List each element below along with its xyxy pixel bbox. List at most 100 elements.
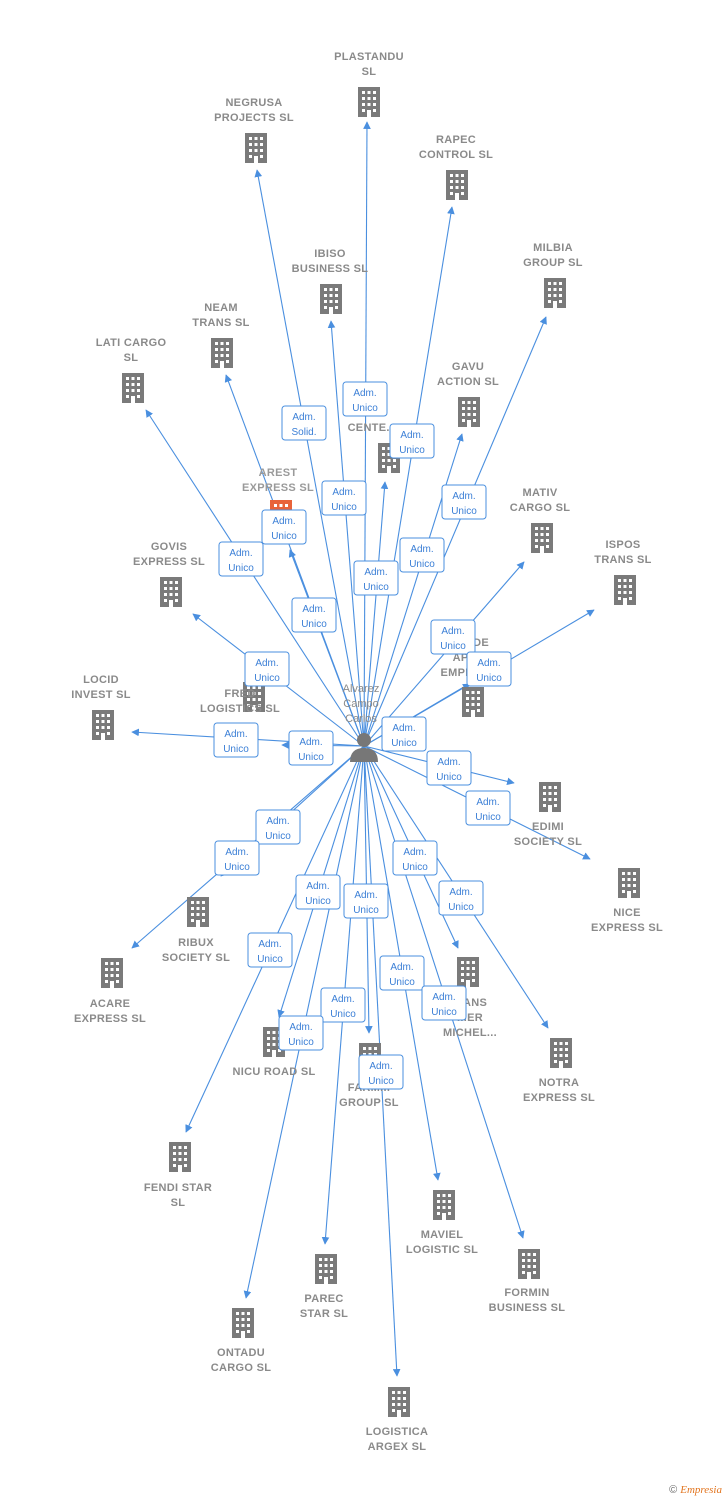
role-badge-milbia[interactable]: Adm.Unico [441, 484, 487, 520]
role-badge-gavu[interactable]: Adm.Unico [399, 537, 445, 573]
role-badge-mativ[interactable]: Adm.Unico [430, 619, 476, 655]
role-badge-arest[interactable]: Adm.Unico [291, 597, 337, 633]
company-node-nicuroad[interactable]: NICU ROAD SL [232, 1027, 315, 1078]
company-label-line: LOGISTICS SL [200, 703, 280, 715]
role-badge-negrusa[interactable]: Adm.Solid. [281, 405, 327, 441]
badge-text-line: Unico [389, 977, 415, 988]
company-label-line: MICHEL... [443, 1027, 497, 1039]
role-badge-acare[interactable]: Adm.Unico [214, 840, 260, 876]
role-badge-fendi[interactable]: Adm.Unico [247, 932, 293, 968]
role-badge-maviel[interactable]: Adm.Unico [379, 955, 425, 991]
company-label-line: GOVIS [151, 541, 187, 553]
role-badge-nice[interactable]: Adm.Unico [465, 790, 511, 826]
badge-text-line: Unico [475, 812, 501, 823]
badge-text-line: Adm. [332, 487, 355, 498]
badge-frame [399, 537, 445, 573]
badge-frame [465, 790, 511, 826]
building-icon [458, 397, 480, 427]
badge-frame [421, 985, 467, 1021]
badge-text-line: Solid. [291, 427, 316, 438]
role-badge-fred[interactable]: Adm.Unico [288, 730, 334, 766]
badge-text-line: Unico [436, 772, 462, 783]
building-icon [539, 782, 561, 812]
role-badge-rapec[interactable]: Adm.Unico [389, 423, 435, 459]
badge-text-line: Adm. [224, 729, 247, 740]
role-badge-farm[interactable]: Adm.Unico [343, 883, 389, 919]
building-icon [550, 1038, 572, 1068]
company-label-line: SOCIETY SL [162, 952, 230, 964]
role-badge-formin[interactable]: Adm.Unico [421, 985, 467, 1021]
role-badge-edimi[interactable]: Adm.Unico [426, 750, 472, 786]
building-icon [245, 133, 267, 163]
person-name-line: Alvarez [343, 683, 380, 695]
company-label-line: NEGRUSA [225, 97, 282, 109]
company-label-line: PAREC [304, 1293, 343, 1305]
role-badge-locid[interactable]: Adm.Unico [213, 722, 259, 758]
badge-text-line: Unico [431, 1007, 457, 1018]
role-badge-ontadu[interactable]: Adm.Unico [278, 1015, 324, 1051]
role-badge-nicuroad[interactable]: Adm.Unico [295, 874, 341, 910]
badge-frame [320, 987, 366, 1023]
role-badge-apoyo[interactable]: Adm.Unico [381, 716, 427, 752]
badge-frame [255, 809, 301, 845]
edge-ibiso [327, 320, 365, 747]
badge-frame [430, 619, 476, 655]
building-icon [92, 710, 114, 740]
brand-name[interactable]: Empresia [680, 1484, 722, 1496]
badge-text-line: Adm. [369, 1061, 392, 1072]
company-node-parec[interactable]: PAREC STAR SL [300, 1254, 348, 1320]
role-badge-ispos[interactable]: Adm.Unico [466, 651, 512, 687]
role-badge-govis[interactable]: Adm.Unico [244, 651, 290, 687]
role-badge-tri[interactable]: Adm.Unico [353, 560, 399, 596]
role-badge-trans[interactable]: Adm.Unico [392, 840, 438, 876]
badge-text-line: Unico [265, 831, 291, 842]
company-label-line: STAR SL [300, 1308, 348, 1320]
building-icon [462, 687, 484, 717]
badge-text-line: Adm. [441, 626, 464, 637]
role-badge-neam[interactable]: Adm.Unico [261, 509, 307, 545]
role-badge-ibiso[interactable]: Adm.Unico [321, 480, 367, 516]
badge-frame [214, 840, 260, 876]
badges-layer: Adm.UnicoAdm.Solid.Adm.UnicoAdm.UnicoAdm… [213, 381, 512, 1090]
building-icon [101, 958, 123, 988]
company-label-line: BUSINESS SL [489, 1302, 566, 1314]
role-badge-parec[interactable]: Adm.Unico [320, 987, 366, 1023]
badge-frame [358, 1054, 404, 1090]
role-badge-ribux[interactable]: Adm.Unico [255, 809, 301, 845]
building-icon [169, 1142, 191, 1172]
badge-text-line: Unico [363, 582, 389, 593]
badge-frame [278, 1015, 324, 1051]
role-badge-logistica[interactable]: Adm.Unico [358, 1054, 404, 1090]
company-label-line: FENDI STAR [144, 1182, 212, 1194]
building-icon [457, 957, 479, 987]
role-badge-notra[interactable]: Adm.Unico [438, 880, 484, 916]
role-badge-laticargo[interactable]: Adm.Unico [218, 541, 264, 577]
badge-text-line: Unico [271, 531, 297, 542]
role-badge-plastandu[interactable]: Adm.Unico [342, 381, 388, 417]
